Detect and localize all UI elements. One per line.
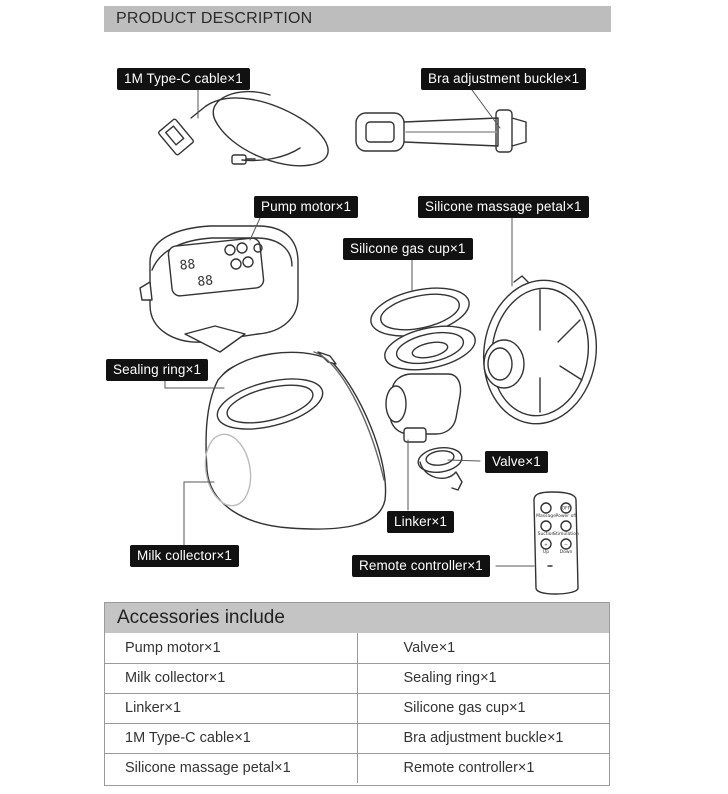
- table-cell: Silicone massage petal×1: [105, 752, 358, 783]
- valve-drawing: [417, 447, 463, 491]
- section-title: PRODUCT DESCRIPTION: [104, 6, 611, 32]
- linker-drawing: [385, 373, 462, 443]
- label-buckle: Bra adjustment buckle×1: [421, 68, 587, 90]
- accessories-section: Accessories include Pump motor×1 Valve×1…: [104, 602, 610, 786]
- label-valve: Valve×1: [485, 451, 548, 473]
- table-cell: Linker×1: [105, 692, 358, 724]
- label-sealing-ring: Sealing ring×1: [106, 359, 209, 381]
- accessories-title: Accessories include: [105, 603, 609, 633]
- table-cell: Valve×1: [356, 633, 609, 664]
- remote-label-plus: +: [544, 542, 548, 548]
- table-cell: 1M Type-C cable×1: [105, 722, 358, 754]
- label-gas-cup: Silicone gas cup×1: [343, 238, 473, 260]
- label-collector: Milk collector×1: [130, 545, 240, 567]
- table-row: Pump motor×1 Valve×1: [105, 633, 609, 664]
- remote-label-suction: Suction: [538, 531, 555, 537]
- remote-label-up: Up: [543, 549, 549, 555]
- table-row: Silicone massage petal×1 Remote controll…: [105, 752, 609, 783]
- table-cell: Milk collector×1: [105, 662, 358, 694]
- remote-label-minus: −: [564, 543, 568, 548]
- table-cell: Sealing ring×1: [356, 662, 609, 694]
- motor-display-top: 88: [179, 257, 196, 274]
- remote-label-stimulation: Stimulation: [553, 531, 579, 537]
- buckle-drawing: [355, 109, 527, 153]
- motor-display-bottom: 88: [197, 273, 214, 290]
- milk-collector-drawing: [204, 351, 387, 530]
- gas-cup-drawing: [370, 287, 476, 371]
- remote-label-off: OFF: [562, 506, 571, 512]
- label-petal: Silicone massage petal×1: [418, 196, 589, 218]
- pump-motor-drawing: [139, 225, 299, 353]
- table-cell: Silicone gas cup×1: [356, 692, 609, 724]
- remote-drawing: [533, 491, 579, 595]
- label-linker: Linker×1: [387, 511, 454, 533]
- table-cell: Remote controller×1: [356, 752, 609, 783]
- table-row: Milk collector×1 Sealing ring×1: [105, 662, 609, 694]
- label-motor: Pump motor×1: [254, 196, 359, 218]
- massage-petal-drawing: [482, 275, 598, 425]
- table-cell: Pump motor×1: [105, 633, 358, 664]
- table-row: 1M Type-C cable×1 Bra adjustment buckle×…: [105, 722, 609, 754]
- label-cable: 1M Type-C cable×1: [117, 68, 250, 90]
- remote-label-power-off: Power off: [556, 513, 578, 519]
- usb-cable-drawing: [158, 90, 329, 167]
- label-remote: Remote controller×1: [352, 555, 490, 577]
- table-row: Linker×1 Silicone gas cup×1: [105, 692, 609, 724]
- product-illustration: 88 88 OFF Massage Power off Suction Stim…: [139, 89, 598, 595]
- accessories-table: Pump motor×1 Valve×1 Milk collector×1 Se…: [105, 633, 609, 783]
- table-cell: Bra adjustment buckle×1: [356, 722, 609, 754]
- remote-label-massage: Massage: [536, 513, 556, 519]
- remote-label-down: Down: [560, 549, 573, 555]
